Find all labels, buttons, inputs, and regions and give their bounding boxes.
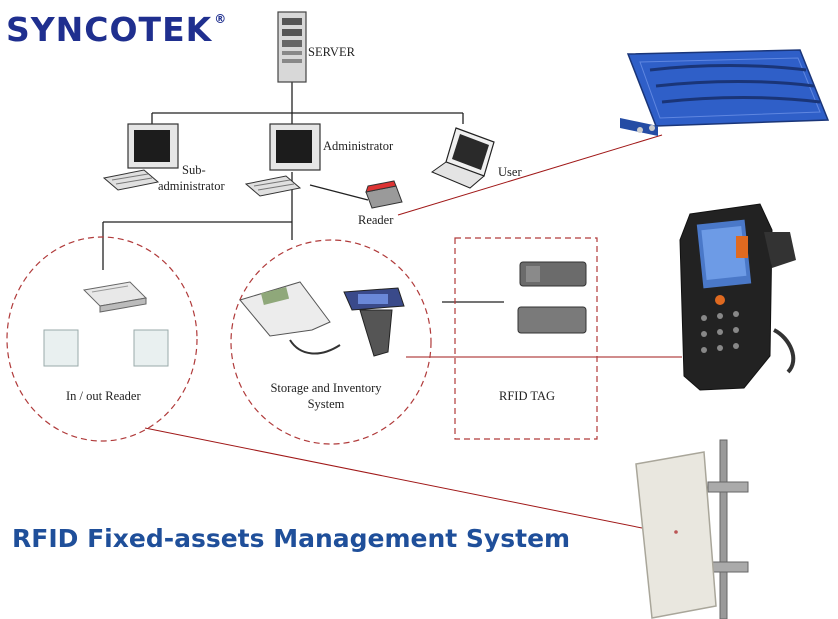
rfid-tag-icon xyxy=(519,261,587,287)
callout-lines xyxy=(144,134,682,529)
brand-name: SYNCOTEK xyxy=(6,10,213,49)
desktop-computer-icon xyxy=(102,123,179,191)
administrator-label: Administrator xyxy=(323,139,394,153)
storage-zone xyxy=(230,239,432,445)
rfid-tag-zone xyxy=(454,237,598,440)
sub-admin-label-line2: administrator xyxy=(158,179,225,193)
rfid-tag-label: RFID TAG xyxy=(499,389,556,403)
desktop-reader-icon xyxy=(365,180,403,209)
in-out-zone xyxy=(6,236,198,442)
antenna-icon xyxy=(133,329,169,367)
panel-antenna-icon xyxy=(635,439,749,619)
server-icon xyxy=(277,11,307,83)
in-out-reader-label: In / out Reader xyxy=(66,389,141,403)
registered-mark: ® xyxy=(214,12,228,26)
handheld-terminal-icon xyxy=(239,281,341,355)
fixed-reader-icon xyxy=(620,49,830,136)
fixed-reader-icon xyxy=(82,281,148,313)
storage-label-line1: Storage and Inventory xyxy=(270,381,382,395)
storage-label-line2: System xyxy=(307,397,345,411)
antenna-icon xyxy=(43,329,79,367)
sub-admin-label-line1: Sub- xyxy=(182,163,206,177)
handheld-terminal-icon xyxy=(679,203,796,391)
handheld-terminal-icon xyxy=(343,287,405,357)
rfid-tag-icon xyxy=(517,306,587,334)
desktop-computer-icon xyxy=(244,123,321,197)
user-label: User xyxy=(498,165,522,179)
reader-label: Reader xyxy=(358,213,394,227)
laptop-icon xyxy=(430,127,495,189)
zone-outlines xyxy=(6,236,598,445)
brand-logo: SYNCOTEK® xyxy=(6,10,227,49)
diagram-title: RFID Fixed-assets Management System xyxy=(12,524,571,553)
server-label: SERVER xyxy=(308,45,355,59)
